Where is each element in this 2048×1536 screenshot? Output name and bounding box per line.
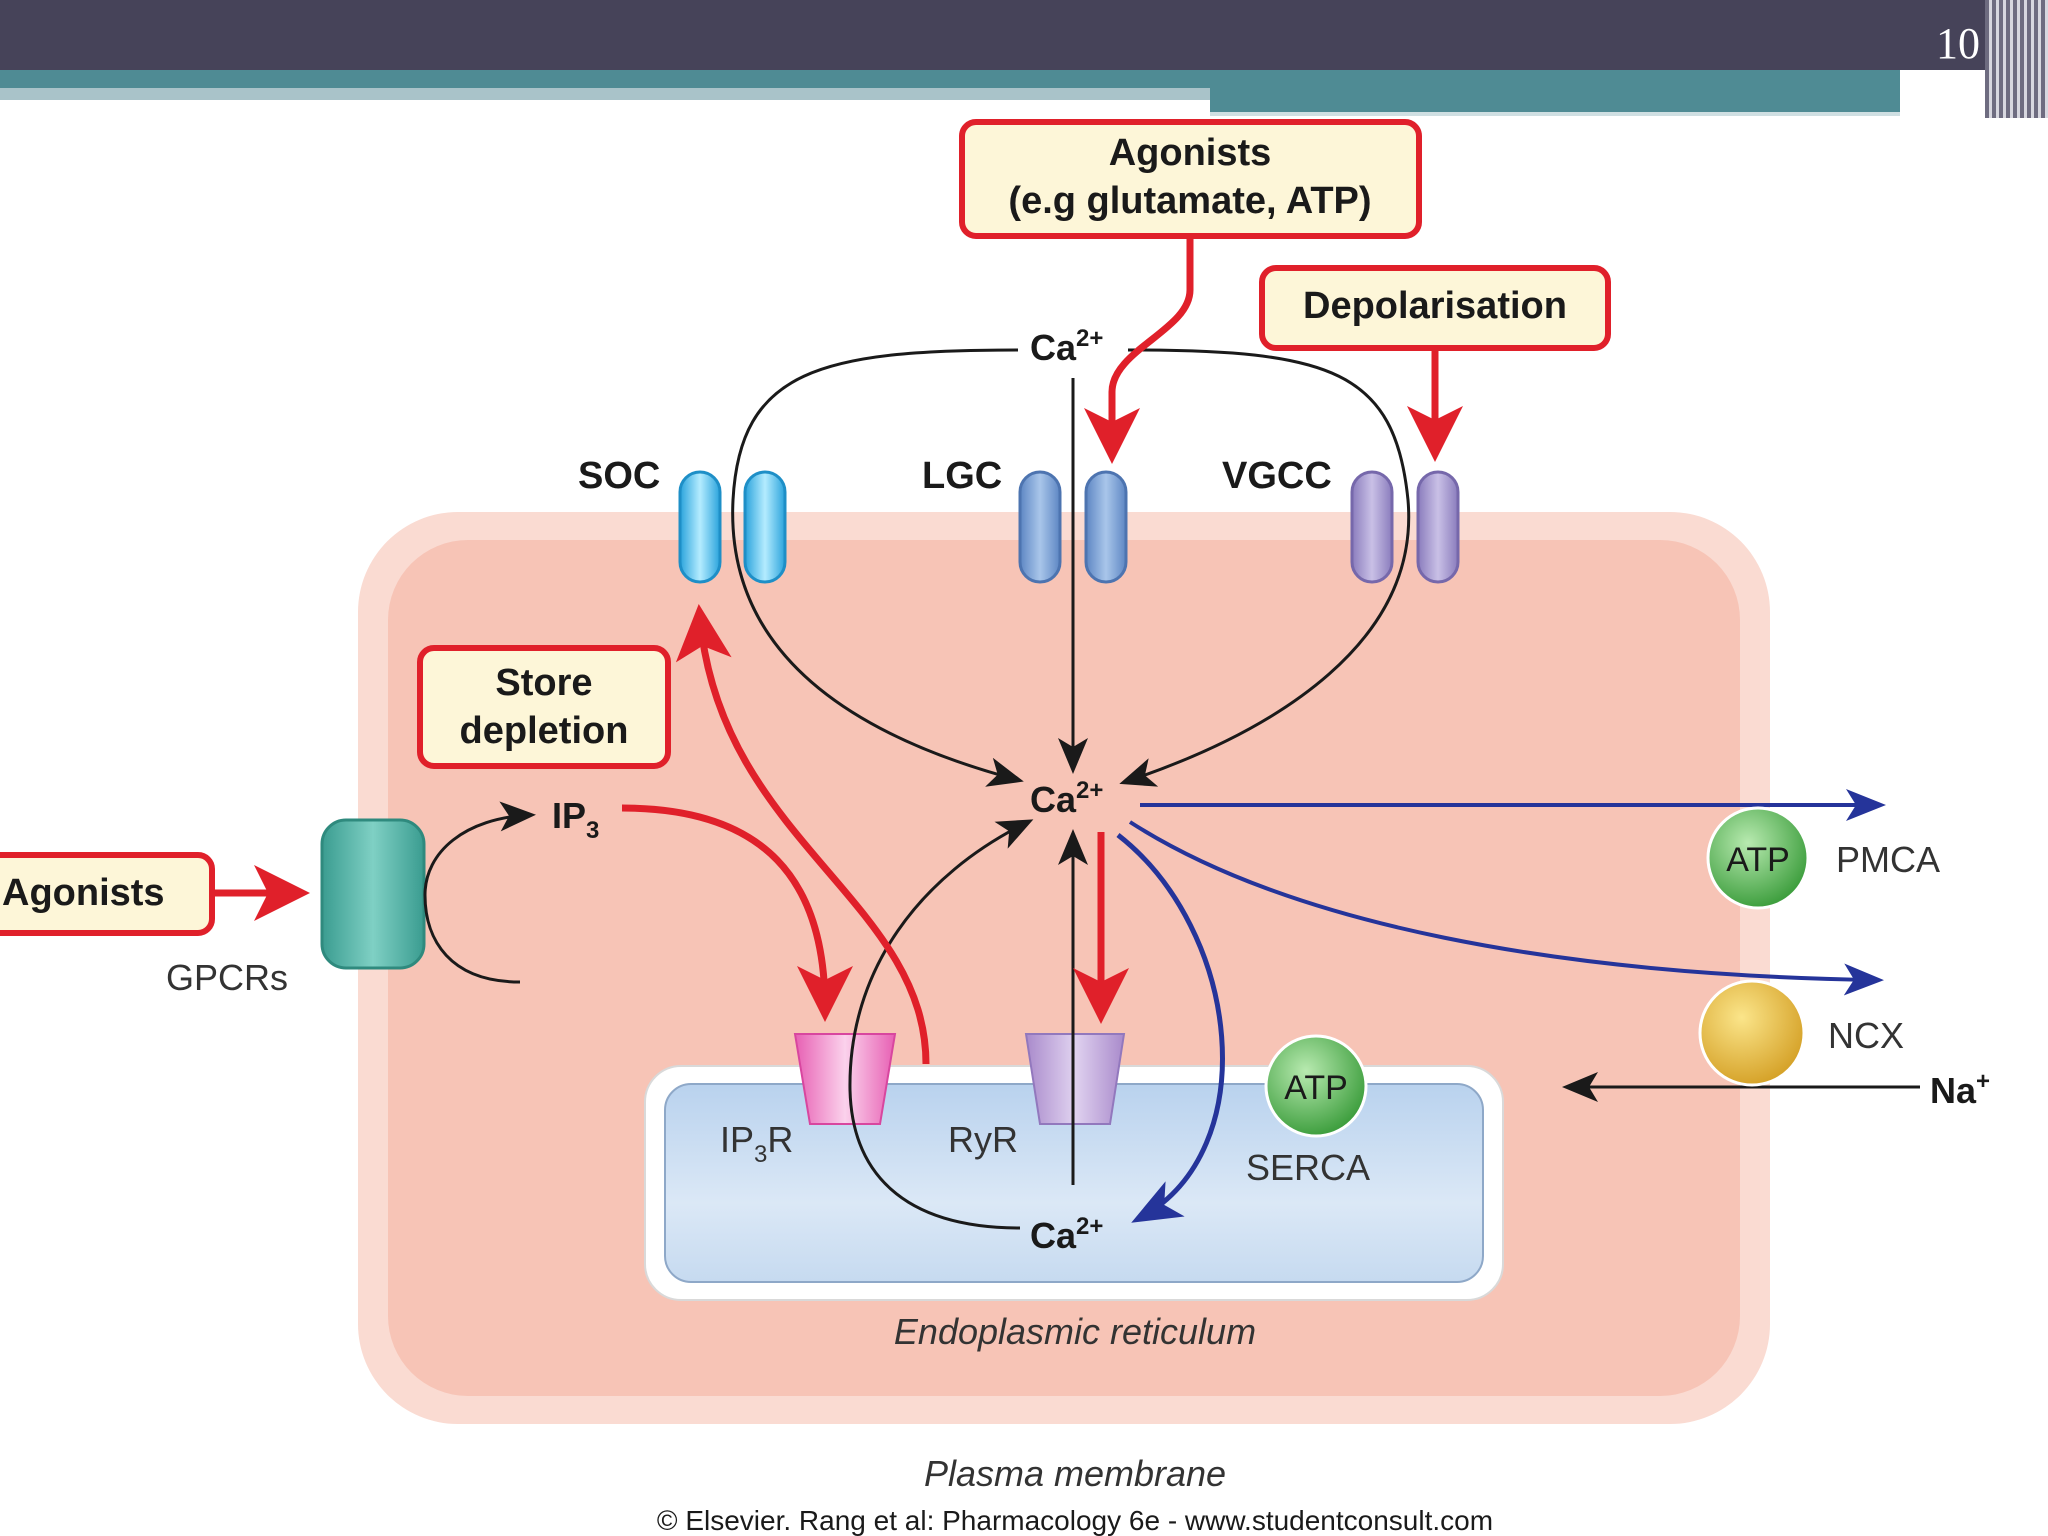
entry-arrow-left xyxy=(731,348,1024,787)
pmca-atp-pump xyxy=(1706,806,1810,910)
serca-atp-pump xyxy=(1264,1034,1368,1138)
gpcr-to-ip3-arrow xyxy=(423,801,536,984)
plasma-membrane-label: Plasma membrane xyxy=(924,1453,1226,1494)
entry-arrow-right xyxy=(1119,348,1411,787)
sodium-label: Na+ xyxy=(1930,1068,1990,1111)
lgc-channel xyxy=(1018,470,1128,584)
depolarisation-label: Depolarisation xyxy=(1303,285,1567,327)
serca-label: SERCA xyxy=(1246,1147,1370,1188)
soc-label: SOC xyxy=(578,455,660,497)
agonists-left-box xyxy=(0,852,215,936)
header-decorative-bars xyxy=(1985,0,2048,118)
vgcc-label: VGCC xyxy=(1222,455,1332,497)
lgc-label: LGC xyxy=(922,455,1002,497)
store-depletion-label-2: depletion xyxy=(460,710,629,752)
ncx-label: NCX xyxy=(1828,1015,1904,1056)
store-depletion-label-1: Store xyxy=(495,662,592,704)
vgcc-channel xyxy=(1350,470,1460,584)
er-calcium-label: Ca2+ xyxy=(1030,1213,1103,1256)
header-thin-line xyxy=(1210,112,1900,116)
ryanodine-receptor xyxy=(1024,1033,1126,1125)
title-bar xyxy=(0,0,2048,70)
depolarisation-box xyxy=(1259,265,1611,351)
header-accent-strip-right xyxy=(1210,88,1900,116)
cytosolic-calcium-label: Ca2+ xyxy=(1030,777,1103,820)
store-depletion-box xyxy=(417,645,671,769)
ip3-label: IP3 xyxy=(552,795,599,844)
ip3-to-ip3r-arrow xyxy=(621,804,853,1022)
er-release-arrow xyxy=(848,819,1034,1230)
serca-atp-label: ATP xyxy=(1284,1069,1348,1107)
ip3-receptor xyxy=(793,1033,897,1125)
copyright-text: © Elsevier. Rang et al: Pharmacology 6e … xyxy=(657,1505,1493,1536)
agonists-top-box xyxy=(959,119,1422,239)
gpcr-receptor xyxy=(320,818,426,970)
store-depletion-to-soc-arrow xyxy=(675,604,930,1065)
er-label: Endoplasmic reticulum xyxy=(894,1311,1256,1352)
extracellular-calcium-label: Ca2+ xyxy=(1030,325,1103,368)
agonists-top-label-1: Agonists xyxy=(1109,132,1272,174)
ncx-efflux-arrow xyxy=(1128,820,1884,996)
header-accent-strip xyxy=(0,70,1900,88)
ryr-label: RyR xyxy=(948,1119,1018,1160)
pmca-label: PMCA xyxy=(1836,839,1940,880)
soc-channel xyxy=(678,470,787,584)
pmca-atp-label: ATP xyxy=(1726,841,1790,879)
slide-number: 10 xyxy=(1936,19,1980,68)
ncx-exchanger xyxy=(1698,979,1806,1087)
ip3r-label: IP3R xyxy=(720,1119,793,1168)
header-light-strip xyxy=(0,88,1210,100)
agonists-top-label-2: (e.g glutamate, ATP) xyxy=(1008,180,1371,222)
gpcrs-label: GPCRs xyxy=(166,957,288,998)
agonist-to-lgc-arrow xyxy=(1084,236,1194,464)
serca-uptake-arrow xyxy=(1116,833,1225,1223)
agonists-left-label: Agonists xyxy=(2,872,165,914)
